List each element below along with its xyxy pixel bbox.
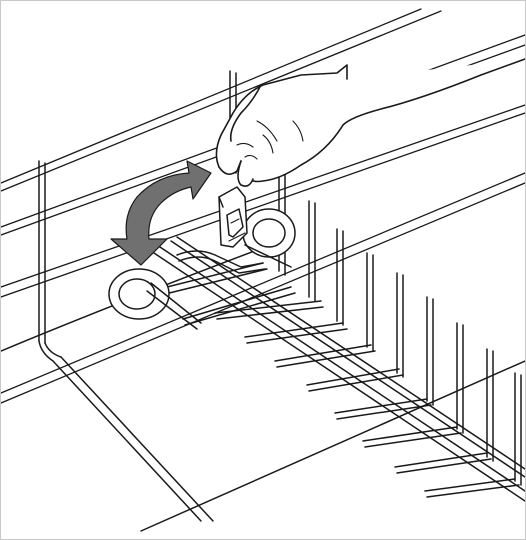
height-adjuster-clip bbox=[219, 187, 247, 247]
front-wheel bbox=[109, 269, 201, 329]
rear-wheel bbox=[243, 209, 295, 267]
rack-tines bbox=[151, 263, 519, 497]
rack-uprights bbox=[279, 171, 521, 485]
